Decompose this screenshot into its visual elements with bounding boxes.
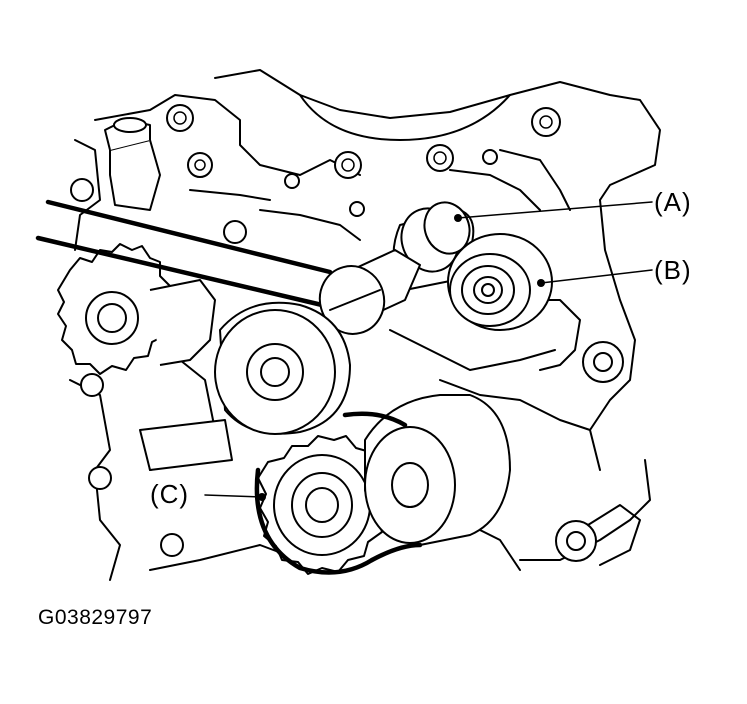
- bracket: [104, 117, 161, 211]
- lower-idler-pulley: [342, 394, 511, 563]
- bolts: [70, 104, 624, 562]
- leader-lines: [204, 201, 653, 498]
- cam-sprocket: [57, 243, 216, 375]
- callout-b: (B): [654, 255, 692, 285]
- figure-id: G03829797: [38, 606, 153, 629]
- idler-pulley-b: [447, 233, 553, 331]
- tensioner-pulley: [139, 301, 351, 471]
- wrench-tool: [35, 199, 333, 308]
- callout-c: (C): [150, 479, 189, 509]
- callout-a: (A): [654, 187, 692, 217]
